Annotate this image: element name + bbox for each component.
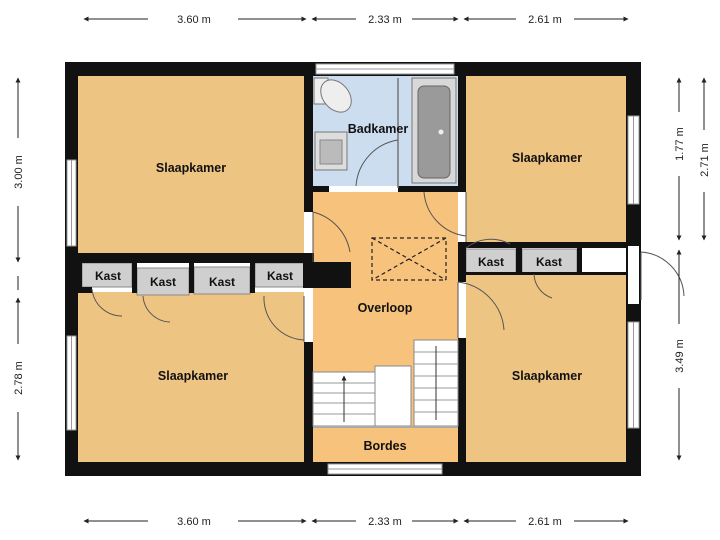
staircase [312,339,459,428]
dim-bottom-1: 3.60 m [177,516,211,528]
dim-right-1: 1.77 m [674,127,686,161]
label-overloop: Overloop [358,301,413,315]
label-badkamer: Badkamer [348,122,409,136]
label-kast-4: Kast [267,269,293,283]
dim-top-2: 2.33 m [368,14,402,26]
label-kast-1: Kast [95,269,121,283]
dim-bottom-2: 2.33 m [368,516,402,528]
label-kast-3: Kast [209,275,235,289]
sink-icon [314,131,348,171]
toilet-icon [313,77,352,113]
dim-top-3: 2.61 m [528,14,562,26]
interior-walls [78,62,626,476]
dim-bottom-3: 2.61 m [528,516,562,528]
dim-left-1: 3.00 m [13,155,25,189]
bathtub-icon [411,77,457,184]
skylight-icon [371,237,447,281]
dim-left-2: 2.78 m [13,361,25,395]
dim-top-1: 3.60 m [177,14,211,26]
door-swings [91,191,685,342]
bedroom-ne-floor [466,76,626,242]
bedroom-nw-floor [78,76,304,253]
label-slaapkamer-se: Slaapkamer [512,369,582,383]
closet-4 [254,262,306,288]
label-kast-2: Kast [150,275,176,289]
bedroom-se-floor [466,272,626,462]
dim-right-outer: 2.71 m [699,143,711,177]
label-kast-6: Kast [536,255,562,269]
label-slaapkamer-ne: Slaapkamer [512,151,582,165]
dimension-lines [15,16,707,524]
bedroom-sw-floor [78,292,304,462]
label-kast-5: Kast [478,255,504,269]
windows [66,63,640,475]
label-slaapkamer-nw: Slaapkamer [156,161,226,175]
label-slaapkamer-sw: Slaapkamer [158,369,228,383]
dim-right-2: 3.49 m [674,339,686,373]
label-bordes: Bordes [363,439,406,453]
closet-3 [193,266,251,295]
